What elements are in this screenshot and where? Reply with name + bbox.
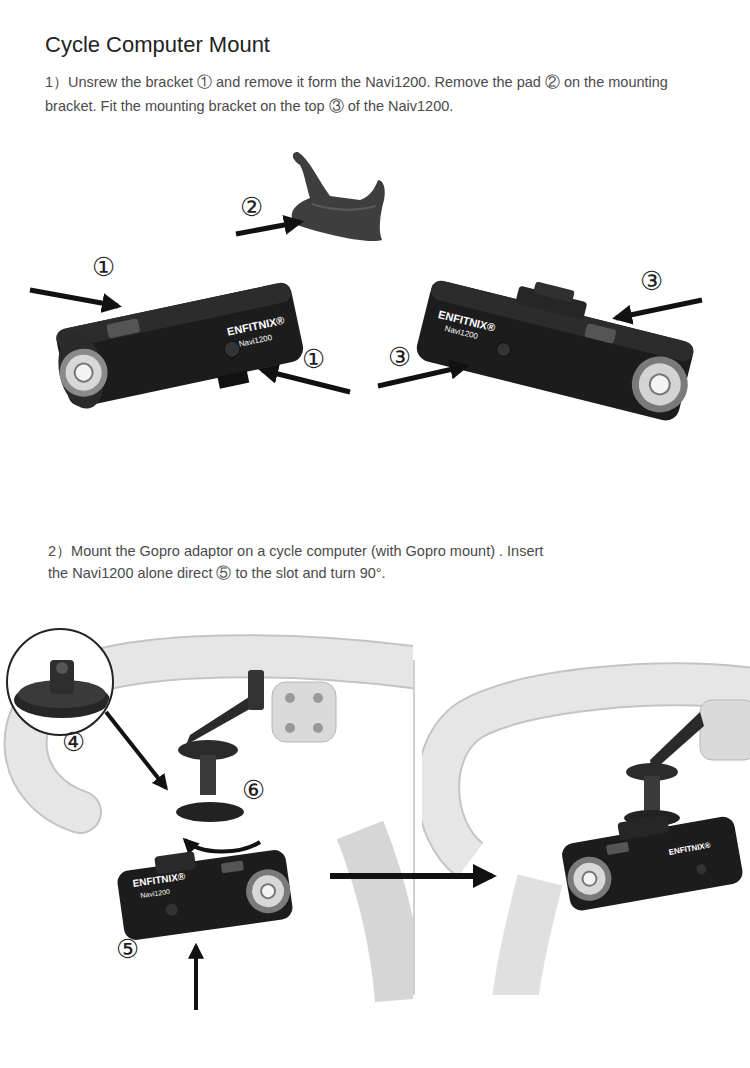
callout-number: ④	[62, 727, 85, 757]
callout-number: ②	[240, 192, 263, 222]
callout-number: ①	[92, 252, 115, 282]
callout-number: ⑥	[242, 775, 265, 805]
panel-divider	[413, 660, 415, 995]
handlebar-scene	[438, 685, 750, 995]
page-title: Cycle Computer Mount	[45, 32, 270, 58]
callout-number: ⑤	[116, 934, 139, 964]
transition-arrow	[330, 873, 492, 879]
pointer-arrows	[30, 222, 702, 392]
callout-number: ③	[640, 266, 663, 296]
rubber-pad	[292, 152, 385, 241]
callout-number: ③	[388, 342, 411, 372]
instruction-text: 2）Mount the Gopro adaptor on a cycle com…	[48, 540, 558, 584]
inset-adapter	[7, 629, 113, 735]
callout-number: ①	[302, 344, 325, 374]
bike-light	[414, 257, 704, 424]
instruction-text: 1）Unsrew the bracket ① and remove it for…	[45, 70, 685, 118]
